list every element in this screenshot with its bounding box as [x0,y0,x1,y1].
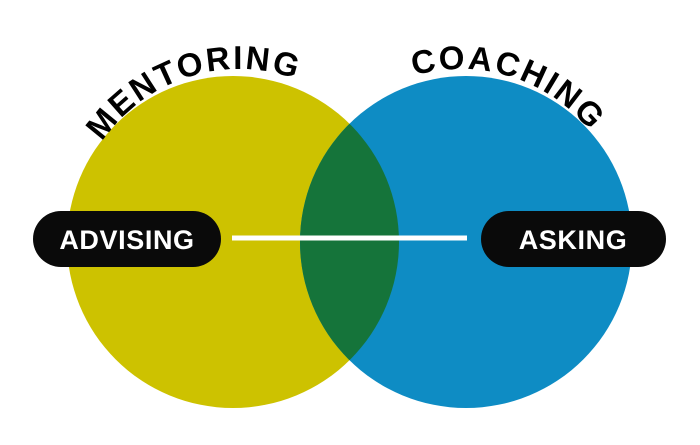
set-circle-mentoring [67,76,399,408]
set-circle-coaching [300,76,632,408]
endpoint-pill-asking-shape [481,211,666,267]
endpoint-pill-advising[interactable]: ADVISING [33,211,221,267]
endpoint-pill-advising-label: ADVISING [59,225,194,255]
endpoint-pill-advising-shape [33,211,221,267]
endpoint-pill-asking-label: ASKING [519,225,628,255]
endpoint-pill-asking[interactable]: ASKING [481,211,666,267]
